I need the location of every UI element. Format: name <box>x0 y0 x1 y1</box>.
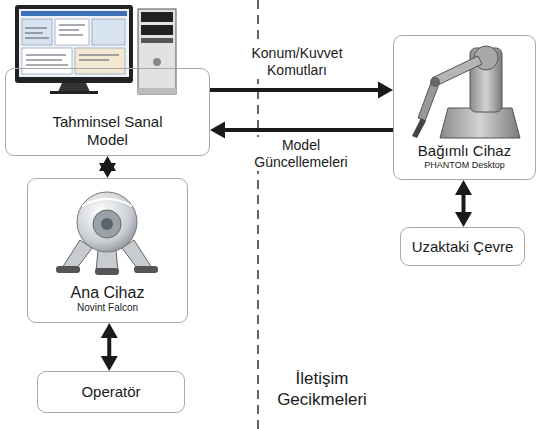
flow-arrow <box>99 156 116 178</box>
node-title: Uzaktaki Çevre <box>412 238 514 256</box>
node-title: Tahminsel Sanal Model <box>40 113 175 149</box>
node-title: Operatör <box>81 383 140 401</box>
environment-box: Uzaktaki Çevre <box>400 227 525 266</box>
device-box: Ana CihazNovint Falcon <box>27 178 188 323</box>
device-box: Bağımlı CihazPHANTOM Desktop <box>393 35 536 180</box>
node-subtitle: PHANTOM Desktop <box>424 160 504 171</box>
arrow-head <box>455 180 472 195</box>
arrow-shaft <box>223 128 393 132</box>
arrow-head <box>99 156 116 171</box>
arrow-head <box>101 356 118 371</box>
edge-label: Konum/Kuvvet Komutları <box>245 45 349 79</box>
arrow-head <box>455 212 472 227</box>
flow-arrow <box>210 82 393 99</box>
flow-arrow <box>210 122 393 139</box>
arrow-shaft <box>462 193 466 214</box>
flow-arrow <box>455 180 472 227</box>
node-title: Ana Cihaz <box>71 283 145 302</box>
falcon-illustration <box>56 192 158 275</box>
region-label: İletişim Gecikmeleri <box>266 368 378 411</box>
node-title: Bağımlı Cihaz <box>418 142 511 160</box>
arrow-head <box>101 323 118 338</box>
arrow-head <box>210 122 225 139</box>
process-box: Tahminsel Sanal Model <box>5 68 210 156</box>
node-subtitle: Novint Falcon <box>77 302 138 314</box>
arrow-head <box>378 82 393 99</box>
arrow-shaft <box>107 336 111 358</box>
flow-arrow <box>101 323 118 371</box>
arrow-shaft <box>210 88 380 92</box>
computer-illustration <box>15 5 176 94</box>
phantom-illustration <box>412 46 520 138</box>
operator-box: Operatör <box>37 371 185 413</box>
edge-label: Model Güncellemeleri <box>249 137 353 171</box>
